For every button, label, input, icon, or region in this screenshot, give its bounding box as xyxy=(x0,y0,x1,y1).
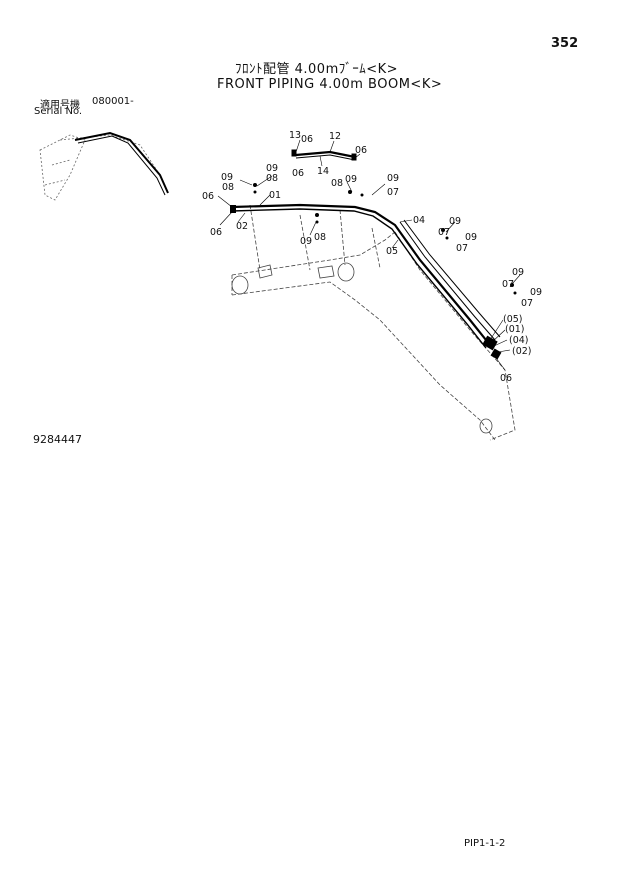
callout-label: 06 xyxy=(210,227,222,238)
serial-value: 080001- xyxy=(92,96,134,107)
callout-label: 07 xyxy=(438,227,450,238)
callout-label: 06 xyxy=(500,373,512,384)
callout-label: (04) xyxy=(509,335,529,346)
leader-lines xyxy=(217,139,521,371)
boom-pivots xyxy=(231,262,493,434)
callout-label: 09 xyxy=(266,163,278,174)
serial-label-japanese: 適用号機 xyxy=(40,100,80,111)
callout-label: 09 xyxy=(221,172,233,183)
drawing-number: 9284447 xyxy=(33,433,82,446)
upper-pipe-assembly xyxy=(291,149,357,161)
sheet-code: PIP1-1-2 xyxy=(464,838,506,849)
callout-label: 13 xyxy=(289,130,301,141)
callout-label: 12 xyxy=(329,131,341,142)
callout-label: 06 xyxy=(292,168,304,179)
callout-label: 04 xyxy=(413,215,425,226)
callout-label: 08 xyxy=(222,182,234,193)
callout-label: 08 xyxy=(331,178,343,189)
serial-label-english: Serial No. xyxy=(34,106,83,117)
callout-label: 09 xyxy=(300,236,312,247)
callout-label: 07 xyxy=(502,279,514,290)
key-view-highlight-pipe xyxy=(74,131,169,196)
callout-label: 06 xyxy=(202,191,214,202)
page-number: 352 xyxy=(551,36,579,51)
callout-label: 08 xyxy=(266,173,278,184)
callout-label: (05) xyxy=(503,314,523,325)
callout-label: 07 xyxy=(387,187,399,198)
callout-label: 05 xyxy=(386,246,398,257)
callout-label: 01 xyxy=(269,190,281,201)
callout-label: 09 xyxy=(465,232,477,243)
callout-label: 09 xyxy=(512,267,524,278)
title-japanese: ﾌﾛﾝﾄ配管 4.00mﾌﾞｰﾑ<K> xyxy=(235,62,399,77)
callout-label: (01) xyxy=(505,324,525,335)
callout-label: (02) xyxy=(512,346,532,357)
key-view-thumbnail xyxy=(39,134,161,201)
main-pipes xyxy=(231,203,501,349)
pipe-clamps xyxy=(253,183,517,295)
callout-label: 09 xyxy=(345,174,357,185)
callout-label: 14 xyxy=(317,166,329,177)
pipe-end-fittings xyxy=(230,205,502,360)
callout-label: 07 xyxy=(521,298,533,309)
callout-label: 06 xyxy=(355,145,367,156)
callout-label: 07 xyxy=(456,243,468,254)
callout-label: 09 xyxy=(530,287,542,298)
title-english: FRONT PIPING 4.00m BOOM<K> xyxy=(217,77,443,92)
callout-labels: 13 06 12 06 06 14 09 08 09 08 09 08 01 0… xyxy=(202,130,542,384)
callout-label: 08 xyxy=(314,232,326,243)
callout-label: 02 xyxy=(236,221,248,232)
callout-label: 09 xyxy=(387,173,399,184)
callout-label: 09 xyxy=(449,216,461,227)
callout-label: 06 xyxy=(301,134,313,145)
